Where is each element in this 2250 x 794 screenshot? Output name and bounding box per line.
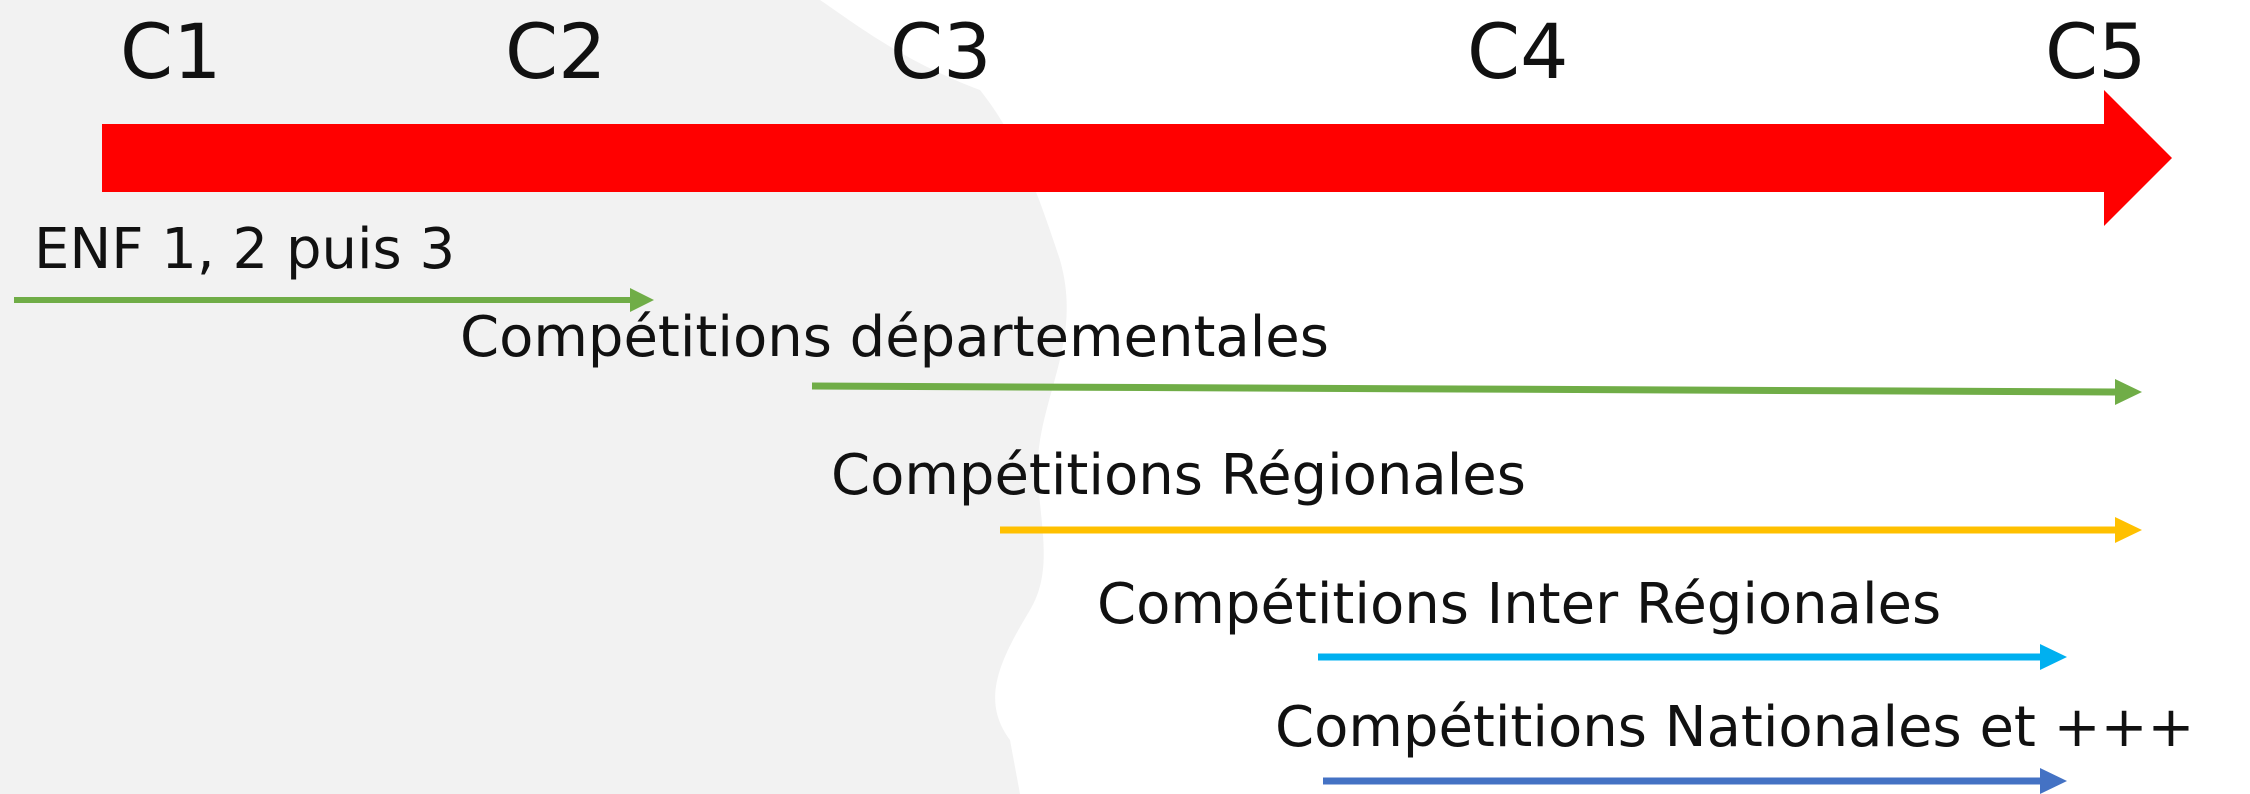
track-label-national: Compétitions Nationales et +++ [1275, 695, 2194, 760]
stage-label-c3: C3 [890, 7, 991, 96]
track-arrowhead-departemental [2115, 379, 2142, 405]
track-label-regional: Compétitions Régionales [831, 443, 1526, 508]
track-label-interregional: Compétitions Inter Régionales [1097, 572, 1941, 637]
main-progression-arrow [102, 90, 2172, 226]
background-silhouette [0, 0, 1067, 794]
stage-label-c2: C2 [505, 7, 606, 96]
track-arrowhead-regional [2115, 517, 2142, 543]
track-label-departemental: Compétitions départementales [460, 305, 1329, 370]
track-arrowhead-interregional [2040, 644, 2067, 670]
stage-label-c5: C5 [2045, 7, 2146, 96]
stage-label-c1: C1 [120, 7, 221, 96]
stage-label-c4: C4 [1467, 7, 1568, 96]
track-arrow-departemental [811, 382, 2116, 396]
track-arrowhead-national [2040, 768, 2067, 794]
track-label-enf: ENF 1, 2 puis 3 [34, 217, 455, 282]
track-arrowhead-enf [630, 288, 654, 312]
